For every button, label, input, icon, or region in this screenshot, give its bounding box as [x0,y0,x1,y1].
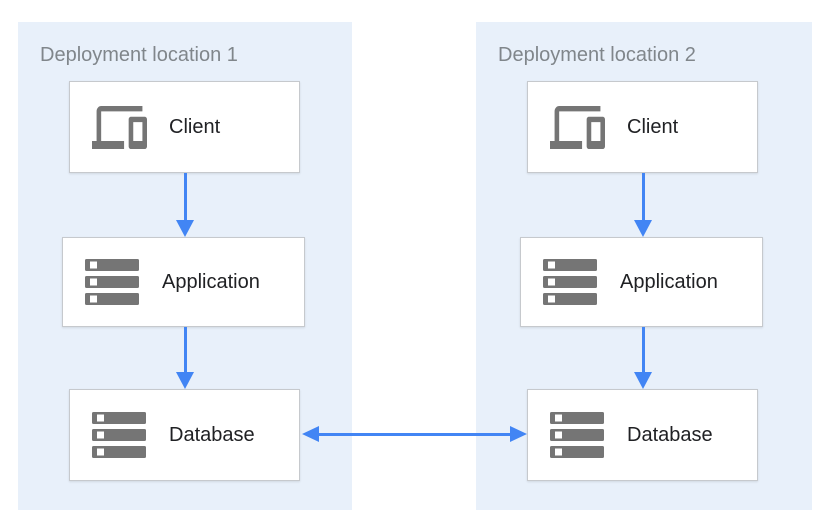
node-label: Client [169,115,221,138]
arrow-database-replication [302,426,527,443]
arrow-client-to-application [634,173,652,237]
client-node: Client [69,81,300,173]
panel-title: Deployment location 1 [40,44,238,66]
node-label: Application [162,270,260,293]
deployment-location-1-panel: Deployment location 1 Client [18,22,352,510]
panel-title: Deployment location 2 [498,44,696,66]
deployment-location-2-panel: Deployment location 2 Client [476,22,812,510]
node-label: Application [620,270,718,293]
node-label: Client [627,115,679,138]
devices-icon [549,105,605,149]
database-node: Database [527,389,758,481]
server-stack-icon [549,412,605,458]
server-stack-icon [91,412,147,458]
application-node: Application [62,237,305,327]
client-node: Client [527,81,758,173]
server-stack-icon [542,259,598,305]
devices-icon [91,105,147,149]
arrow-client-to-application [176,173,194,237]
arrow-application-to-database [634,327,652,389]
node-label: Database [169,423,255,446]
node-label: Database [627,423,713,446]
database-node: Database [69,389,300,481]
server-stack-icon [84,259,140,305]
arrow-application-to-database [176,327,194,389]
application-node: Application [520,237,763,327]
